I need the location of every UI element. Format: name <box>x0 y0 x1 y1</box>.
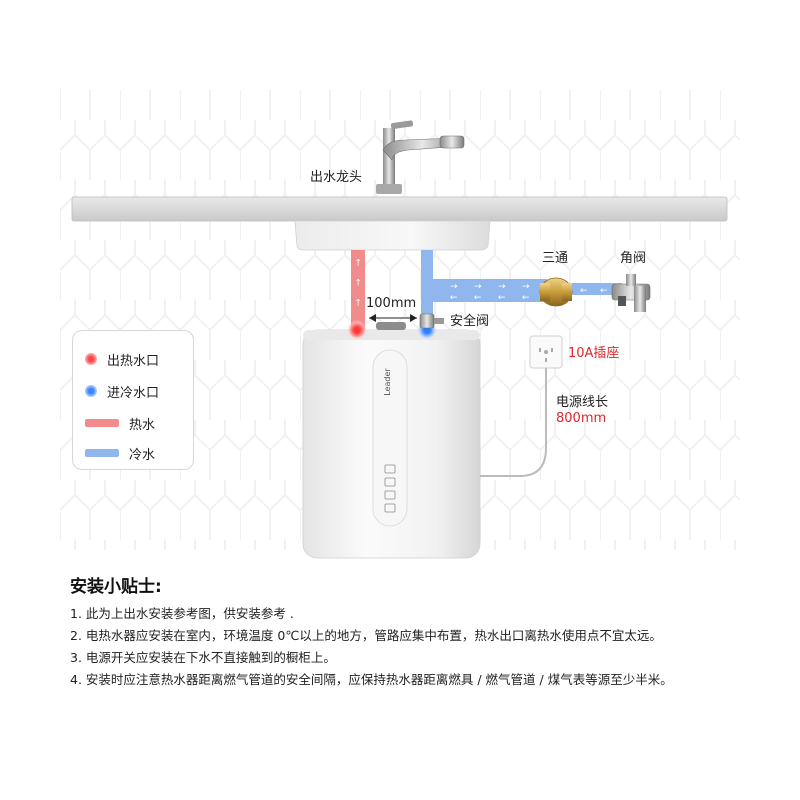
tee-fitting <box>539 277 573 307</box>
svg-text:←: ← <box>498 293 506 303</box>
svg-text:→: → <box>450 282 458 292</box>
faucet-label: 出水龙头 <box>310 170 362 185</box>
legend-item-hot-pipe: 热水 <box>85 413 155 433</box>
svg-text:→: → <box>498 282 506 292</box>
legend-label: 进冷水口 <box>107 385 160 401</box>
safety-valve-label: 安全阀 <box>450 313 489 329</box>
water-heater: Leader <box>302 322 481 559</box>
svg-text:←: ← <box>522 293 530 303</box>
svg-text:←: ← <box>450 293 458 303</box>
svg-text:→: → <box>354 298 364 306</box>
legend: 出热水口 进冷水口 热水 冷水 <box>72 330 194 470</box>
legend-item-cold-inlet: 进冷水口 <box>85 381 159 401</box>
tip-item: 2. 电热水器应安装在室内，环境温度 0℃以上的地方，管路应集中布置，热水出口离… <box>70 628 662 643</box>
front-panel <box>372 349 408 527</box>
svg-text:←: ← <box>474 293 482 303</box>
tip-item: 3. 电源开关应安装在下水不直接触到的橱柜上。 <box>70 650 336 665</box>
legend-item-hot-outlet: 出热水口 <box>85 349 159 369</box>
tip-item: 1. 此为上出水安装参考图，供安装参考 . <box>70 606 294 621</box>
legend-item-cold-pipe: 冷水 <box>85 443 155 463</box>
hot-water-pipe: → → → <box>351 250 365 330</box>
angle-valve-label: 角阀 <box>620 251 646 266</box>
distance-marker <box>369 314 417 322</box>
legend-label: 出热水口 <box>107 353 160 369</box>
installation-tips: 安装小贴士: 1. 此为上出水安装参考图，供安装参考 . 2. 电热水器应安装在… <box>70 572 770 691</box>
svg-text:→: → <box>354 278 364 286</box>
cord-length: 800mm <box>556 411 606 426</box>
angle-valve <box>611 274 651 312</box>
cold-water-pipe: → → → → ← ← ← ← ← ← <box>421 250 622 320</box>
power-cord <box>480 368 547 477</box>
safety-valve <box>419 313 444 329</box>
control-buttons <box>384 464 396 513</box>
faucet <box>376 120 465 194</box>
tip-item: 4. 安装时应注意热水器距离燃气管道的安全间隔，应保持热水器距离燃具 / 燃气管… <box>70 672 673 687</box>
tee-label: 三通 <box>542 251 568 266</box>
hot-outlet-dot <box>347 320 367 340</box>
legend-label: 热水 <box>129 417 156 433</box>
svg-text:→: → <box>354 258 364 266</box>
hot-dot-icon <box>85 353 97 365</box>
brand-logo: Leader <box>383 368 392 396</box>
power-socket <box>529 335 563 369</box>
cold-dot-icon <box>85 385 97 397</box>
svg-text:→: → <box>522 282 530 292</box>
svg-text:→: → <box>474 282 482 292</box>
svg-text:←: ← <box>600 286 608 296</box>
tips-title: 安装小贴士: <box>70 577 162 597</box>
distance-label: 100mm <box>366 296 416 311</box>
hot-pipe-icon <box>85 413 119 427</box>
countertop <box>71 196 728 222</box>
legend-label: 冷水 <box>129 447 156 463</box>
sink-basin <box>294 220 491 251</box>
svg-text:←: ← <box>580 286 588 296</box>
socket-label: 10A插座 <box>568 346 619 361</box>
cord-label: 电源线长 <box>556 395 608 410</box>
cold-pipe-icon <box>85 443 119 457</box>
